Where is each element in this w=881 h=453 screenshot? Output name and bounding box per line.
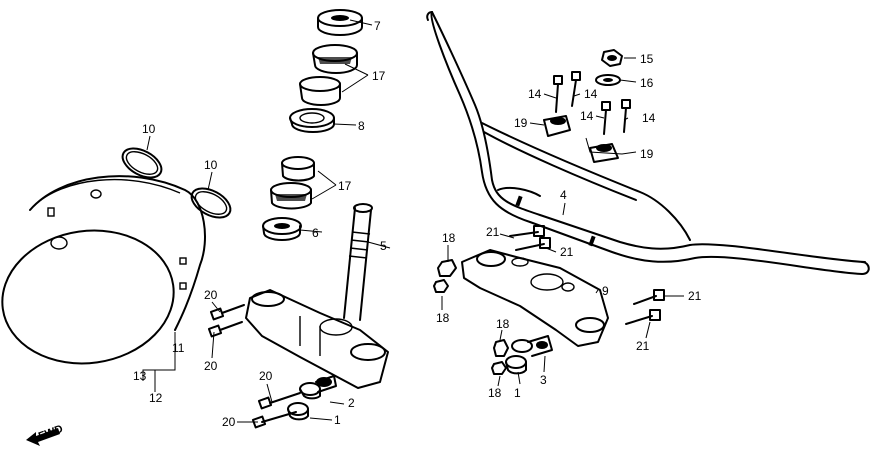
nut-18-d — [491, 361, 507, 375]
bolt-21-c — [633, 289, 665, 305]
callout-14-a: 14 — [528, 87, 542, 101]
callout-11: 11 — [172, 341, 185, 355]
callout-4: 4 — [560, 188, 567, 202]
callout-21-d: 21 — [636, 339, 650, 353]
steering-stem — [343, 203, 373, 321]
holder-1-right — [505, 355, 527, 375]
upper-holder-right — [589, 143, 619, 163]
callout-14-b: 14 — [584, 87, 598, 101]
nut-15 — [601, 49, 623, 67]
callout-5: 5 — [380, 239, 387, 253]
callout-20-a: 20 — [204, 288, 218, 302]
callout-19-upper: 19 — [514, 116, 528, 130]
bolt-21-a — [509, 225, 545, 237]
holder-1-left — [287, 402, 309, 421]
dust-seal — [289, 108, 335, 133]
callout-15: 15 — [640, 52, 654, 66]
bolt-21-b — [515, 237, 551, 251]
o-ring-lower — [190, 187, 232, 219]
callout-12: 12 — [149, 391, 163, 405]
o-ring-upper — [121, 147, 163, 179]
callout-17-upper: 17 — [372, 69, 386, 83]
callout-14-d: 14 — [642, 111, 656, 125]
callout-18-c: 18 — [496, 317, 510, 331]
callout-10-lower: 10 — [204, 158, 218, 172]
callout-2: 2 — [348, 396, 355, 410]
callout-1-left: 1 — [334, 413, 341, 427]
lower-race — [281, 156, 315, 182]
callout-6: 6 — [312, 226, 319, 240]
leader-lines — [142, 19, 684, 423]
callout-18-d: 18 — [488, 386, 502, 400]
bolt-20-a — [209, 304, 245, 321]
nut-18-b — [433, 279, 449, 293]
bearing-nut — [317, 9, 363, 36]
bolt-20-c — [257, 392, 301, 410]
upper-bearing — [312, 44, 358, 74]
nut-18-a — [437, 259, 457, 277]
bolt-14-d — [621, 99, 631, 133]
lower-bracket — [245, 289, 389, 389]
top-bridge — [461, 249, 609, 347]
upper-race — [299, 76, 341, 106]
bolt-14-c — [601, 101, 611, 135]
callout-21-a: 21 — [486, 225, 500, 239]
nut-18-c — [493, 339, 509, 357]
fwd-arrow-icon: FWD — [26, 423, 65, 446]
lower-bearing — [270, 182, 312, 210]
callout-7: 7 — [374, 19, 381, 33]
callout-18-b: 18 — [436, 311, 450, 325]
callout-21-c: 21 — [688, 289, 702, 303]
bolt-14-b — [571, 71, 581, 107]
callout-20-b: 20 — [204, 359, 218, 373]
handlebar — [426, 11, 870, 275]
callout-9: 9 — [602, 284, 609, 298]
callout-3: 3 — [540, 373, 547, 387]
callout-14-c: 14 — [580, 109, 594, 123]
bolt-20-b — [207, 321, 243, 338]
holder-2 — [299, 375, 337, 400]
lower-dust-seal — [262, 217, 302, 241]
callout-19-lower: 19 — [640, 147, 654, 161]
callout-1-right: 1 — [514, 386, 521, 400]
upper-holder-left — [543, 115, 571, 137]
holder-3 — [511, 335, 553, 357]
washer-16 — [595, 74, 621, 86]
callout-13: 13 — [133, 369, 147, 383]
fwd-label: FWD — [37, 423, 65, 443]
callout-18-a: 18 — [442, 231, 456, 245]
callout-16: 16 — [640, 76, 654, 90]
bolt-21-d — [625, 309, 661, 325]
callout-17-lower: 17 — [338, 179, 352, 193]
callout-8: 8 — [358, 119, 365, 133]
callouts: 7 17 8 17 6 5 10 10 11 13 12 20 20 20 20… — [133, 19, 702, 429]
callout-10-upper: 10 — [142, 122, 156, 136]
callout-20-d: 20 — [222, 415, 236, 429]
callout-21-b: 21 — [560, 245, 574, 259]
callout-20-c: 20 — [259, 369, 273, 383]
bolt-14-a — [553, 75, 563, 113]
